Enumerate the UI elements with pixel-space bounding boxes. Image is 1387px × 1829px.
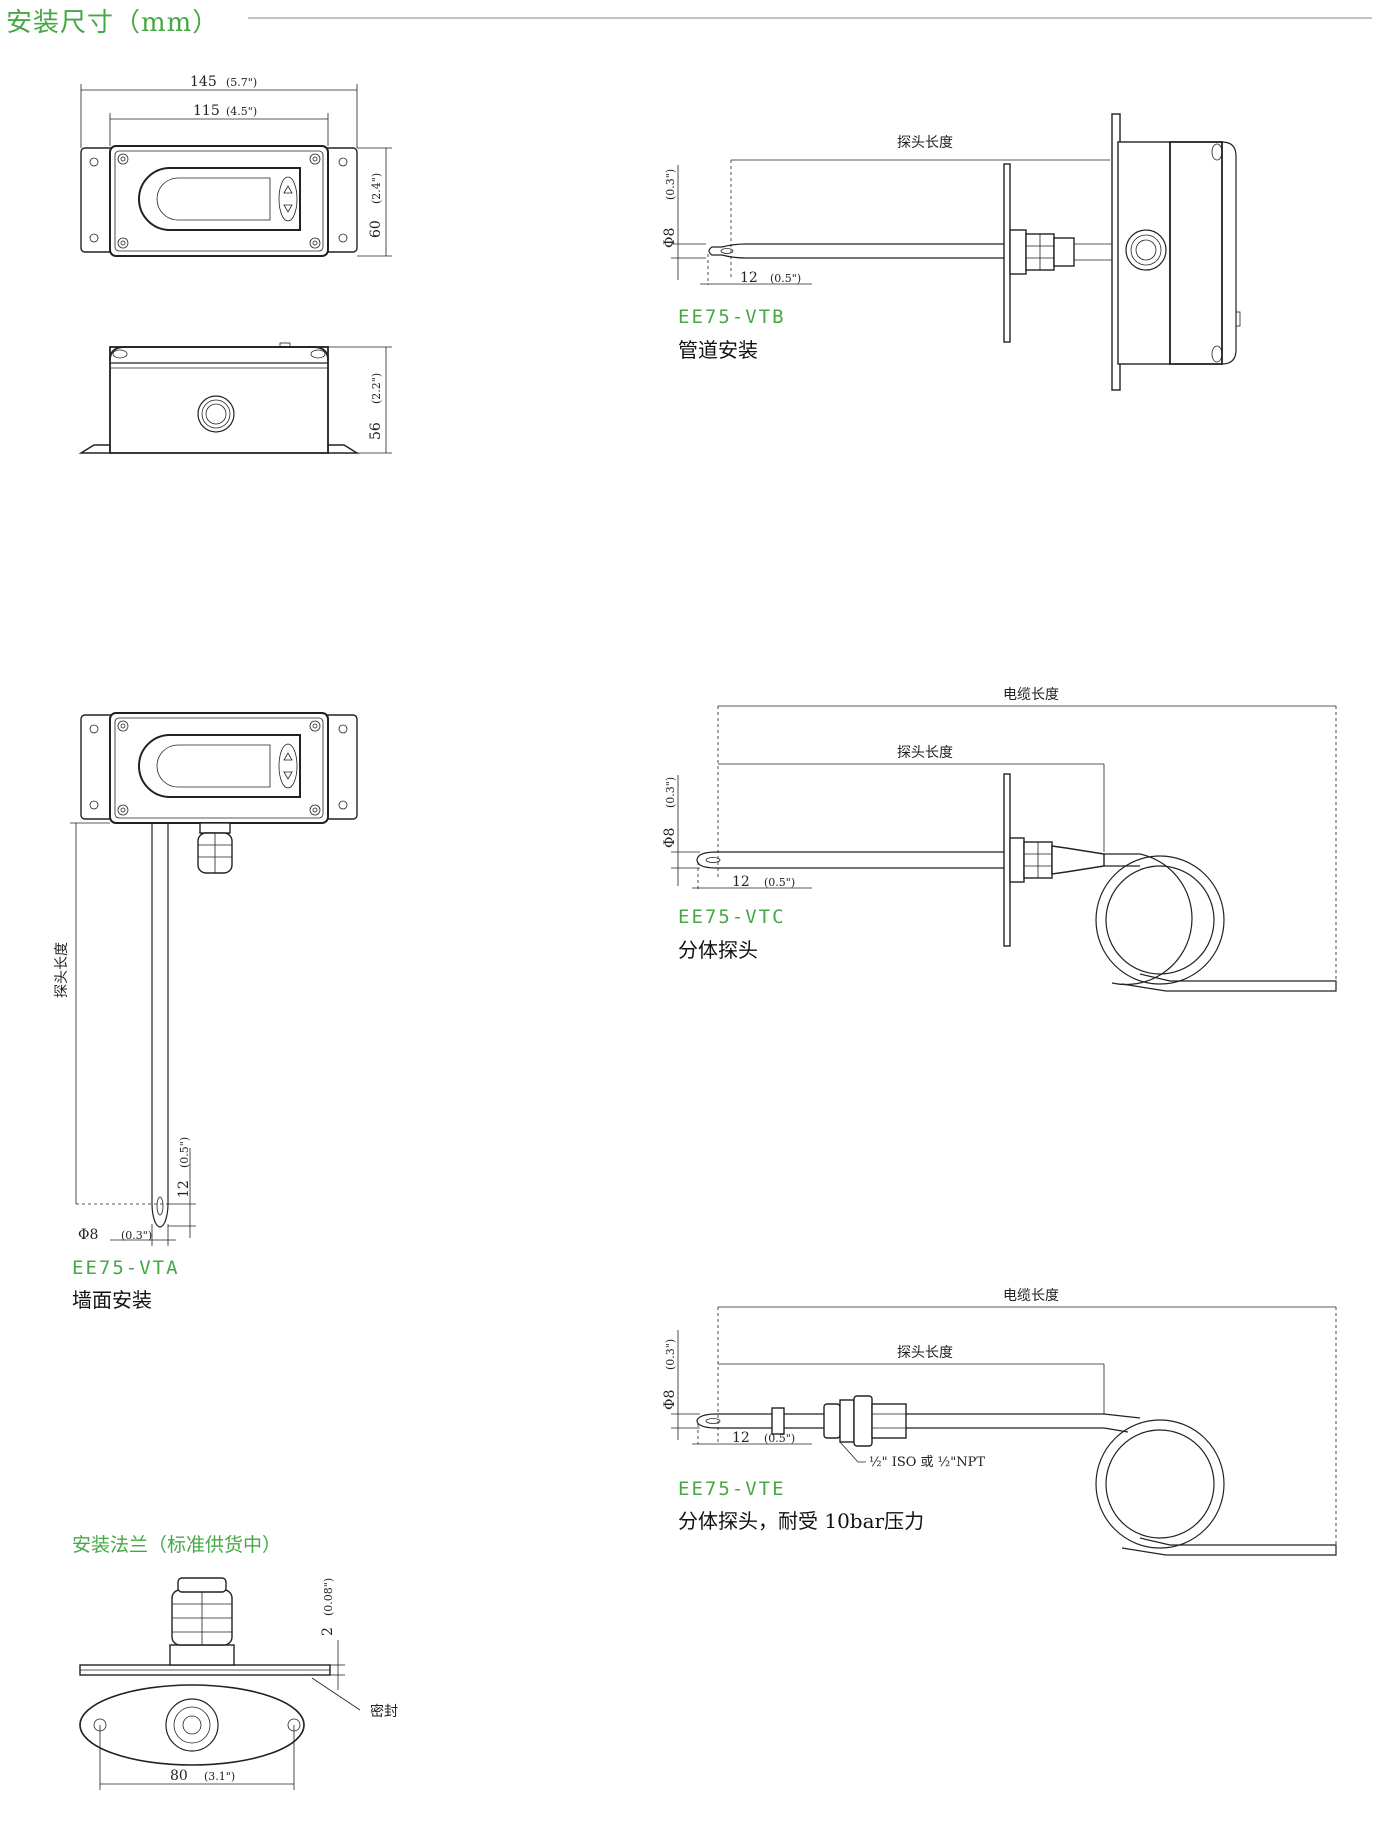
- side-view-housing: [78, 342, 360, 454]
- vta-dia-in: (0.3"): [121, 1229, 152, 1242]
- vtb-tip-in: (0.5"): [770, 272, 801, 285]
- vtc-probe-length: 探头长度: [897, 745, 953, 761]
- vtc-dia: Φ8: [662, 828, 678, 848]
- dim-inner-width-in: (4.5"): [226, 105, 257, 118]
- vtb-dia: Φ8: [662, 228, 678, 248]
- flange-dim-thick: 2: [320, 1627, 336, 1636]
- vtb-drawing: [671, 113, 1241, 391]
- vte-model: EE75-VTE: [678, 1478, 786, 1500]
- vte-tip-in: (0.5"): [764, 1432, 795, 1445]
- dim-side-height: 56: [368, 422, 384, 440]
- vta-model: EE75-VTA: [72, 1257, 180, 1279]
- vte-dia-in: (0.3"): [664, 1339, 677, 1370]
- flange-dim-width: 80: [170, 1768, 188, 1784]
- vtb-desc: 管道安装: [678, 338, 758, 362]
- page-title: 安装尺寸（mm）: [6, 8, 220, 38]
- vtc-drawing: [671, 705, 1337, 992]
- vtb-dia-in: (0.3"): [664, 169, 677, 200]
- vtc-tip: 12: [732, 874, 750, 890]
- vta-probe-length: 探头长度: [54, 942, 70, 998]
- vte-desc: 分体探头，耐受 10bar压力: [678, 1509, 925, 1533]
- flange-dim-width-in: (3.1"): [204, 1770, 235, 1783]
- flange-heading: 安装法兰（标准供货中）: [72, 1534, 282, 1556]
- dim-overall-width-in: (5.7"): [226, 76, 257, 89]
- vtc-tip-in: (0.5"): [764, 876, 795, 889]
- vtc-dia-in: (0.3"): [664, 777, 677, 808]
- flange-drawing: [79, 1577, 361, 1790]
- side-view-dimensions: [328, 346, 392, 454]
- dim-front-height-in: (2.4"): [370, 173, 383, 204]
- front-view-housing: [80, 145, 358, 257]
- dim-front-height: 60: [368, 220, 384, 238]
- front-view-dimensions: [80, 84, 392, 257]
- vtc-cable-length: 电缆长度: [1003, 687, 1059, 703]
- vte-probe-length: 探头长度: [897, 1345, 953, 1361]
- vte-tip: 12: [732, 1430, 750, 1446]
- vta-desc: 墙面安装: [72, 1288, 152, 1312]
- vtb-tip: 12: [740, 270, 758, 286]
- dim-inner-width: 115: [193, 103, 220, 119]
- vta-dia: Φ8: [78, 1227, 98, 1243]
- vtb-model: EE75-VTB: [678, 306, 786, 328]
- flange-dim-thick-in: (0.08"): [322, 1578, 335, 1616]
- vtc-desc: 分体探头: [678, 938, 758, 962]
- vta-tip: 12: [176, 1180, 192, 1198]
- vte-thread: ½" ISO 或 ½"NPT: [869, 1455, 985, 1470]
- vta-drawing: [70, 712, 358, 1246]
- vta-tip-in: (0.5"): [178, 1137, 191, 1168]
- dim-overall-width: 145: [190, 74, 217, 90]
- vtc-model: EE75-VTC: [678, 906, 786, 928]
- dim-side-height-in: (2.2"): [370, 373, 383, 404]
- vte-drawing: [671, 1306, 1337, 1556]
- vte-cable-length: 电缆长度: [1003, 1288, 1059, 1304]
- vte-dia: Φ8: [662, 1390, 678, 1410]
- flange-seal-label: 密封: [370, 1703, 398, 1720]
- vtb-probe-length: 探头长度: [897, 135, 953, 151]
